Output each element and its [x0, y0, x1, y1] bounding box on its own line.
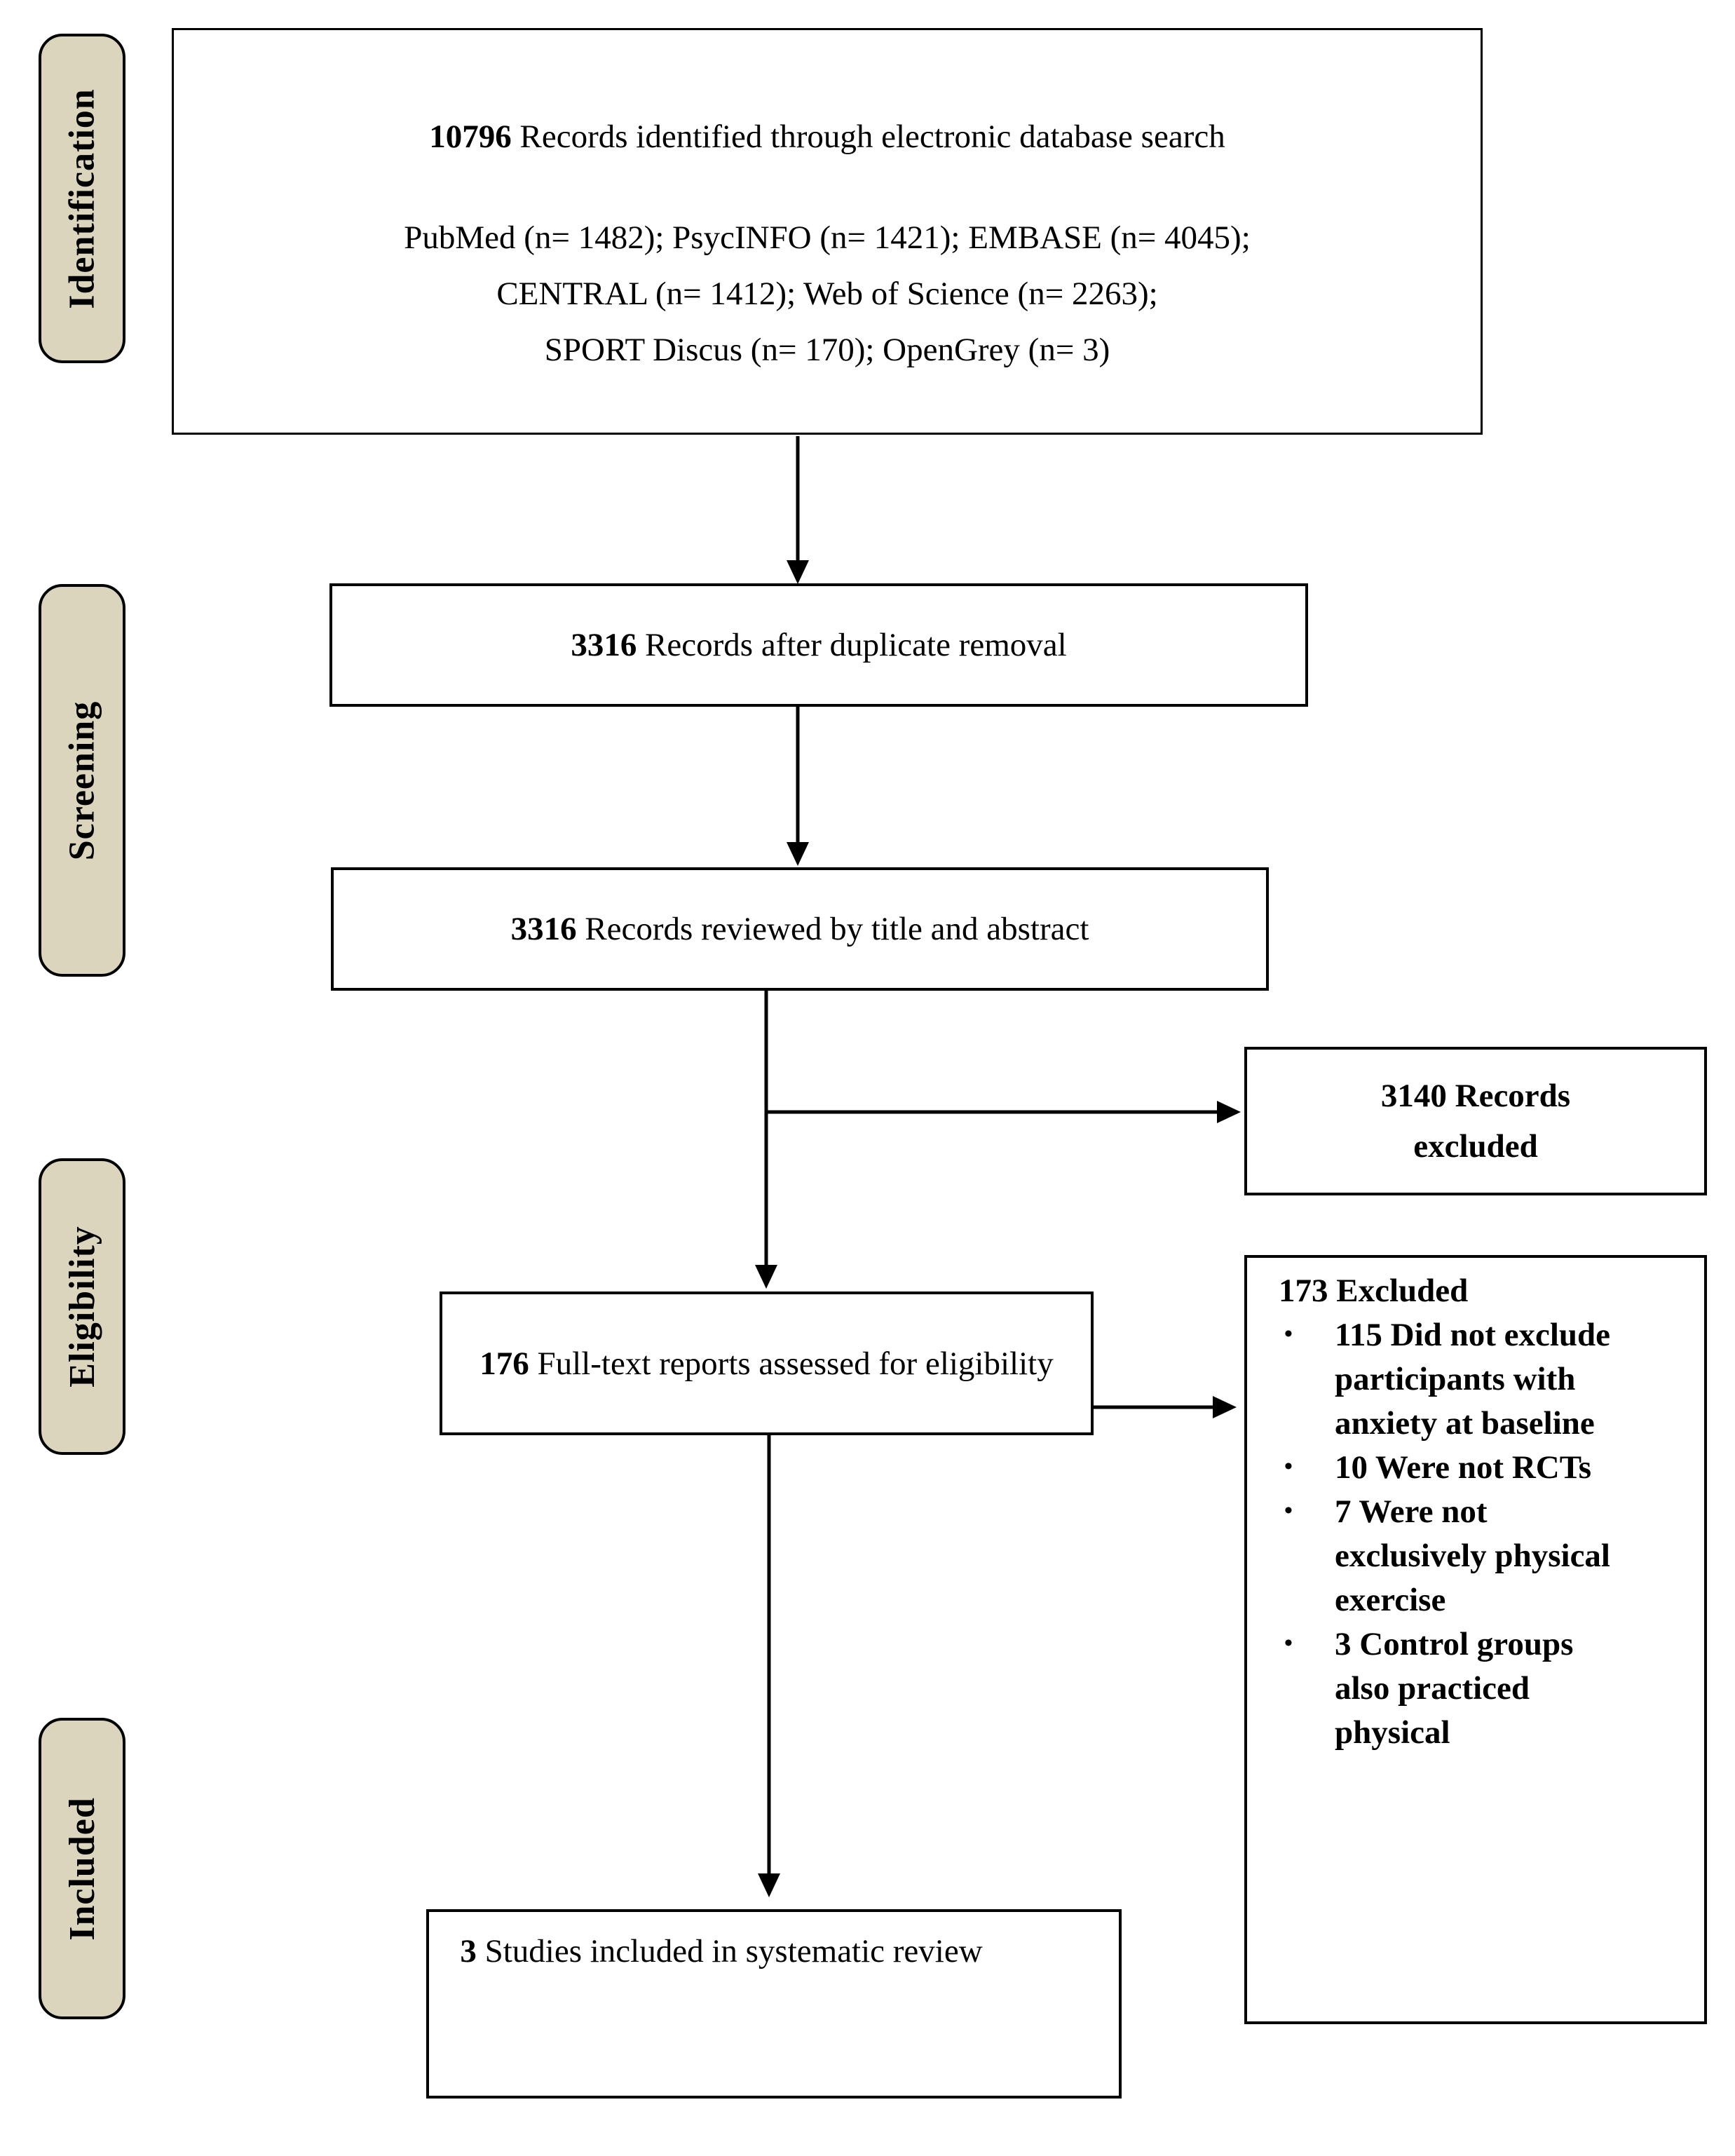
arrow-dedup-to-screened: [787, 707, 809, 866]
stage-tab-screening: Screening: [39, 584, 125, 977]
database-sources-line-1: PubMed (n= 1482); PsycINFO (n= 1421); EM…: [404, 219, 1251, 257]
records-excluded-box: 3140 Records excluded: [1244, 1047, 1707, 1195]
database-sources-line-3: SPORT Discus (n= 170); OpenGrey (n= 3): [544, 332, 1110, 369]
title-abstract-review-box: 3316 Records reviewed by title and abstr…: [331, 867, 1269, 991]
studies-included-text: 3 Studies included in systematic review: [460, 1933, 983, 1969]
arrow-fulltext-to-excluded: [1094, 1396, 1237, 1418]
bullet-icon: •: [1284, 1630, 1293, 1656]
arrow-identified-to-dedup: [787, 436, 809, 584]
fulltext-excluded-box: 173 Excluded •115 Did not exclude partic…: [1244, 1255, 1707, 2024]
exclusion-reason-list: •115 Did not exclude participants with a…: [1279, 1313, 1622, 1755]
bullet-icon: •: [1284, 1498, 1293, 1524]
bullet-icon: •: [1284, 1453, 1293, 1479]
duplicate-removal-count: 3316: [571, 626, 637, 663]
records-excluded-count: 3140: [1380, 1078, 1447, 1114]
stage-tab-eligibility: Eligibility: [39, 1158, 125, 1455]
arrow-screened-to-records-excluded: [766, 1101, 1241, 1123]
fulltext-assessed-box: 176 Full-text reports assessed for eligi…: [440, 1291, 1094, 1435]
bullet-icon: •: [1284, 1321, 1293, 1347]
exclusion-reason-item: •3 Control groups also practiced physica…: [1284, 1622, 1622, 1755]
records-identified-count: 10796: [429, 118, 512, 155]
records-identified-box: 10796 Records identified through electro…: [172, 28, 1483, 435]
stage-tab-identification: Identification: [39, 34, 125, 363]
exclusion-reason-item: •115 Did not exclude participants with a…: [1284, 1313, 1622, 1446]
records-excluded-text: 3140 Records excluded: [1380, 1078, 1571, 1165]
fulltext-excluded-header: 173 Excluded: [1279, 1273, 1469, 1309]
arrow-screened-to-fulltext: [755, 991, 777, 1289]
stage-tab-included: Included: [39, 1718, 125, 2019]
duplicate-removal-box: 3316 Records after duplicate removal: [329, 583, 1308, 707]
studies-included-count: 3: [460, 1933, 477, 1969]
database-sources-line-2: CENTRAL (n= 1412); Web of Science (n= 22…: [496, 276, 1158, 313]
records-identified-text: 10796 Records identified through electro…: [429, 118, 1225, 155]
arrow-fulltext-to-included: [758, 1435, 780, 1897]
duplicate-removal-text: 3316 Records after duplicate removal: [571, 626, 1067, 663]
exclusion-reason-item: •7 Were not exclusively physical exercis…: [1284, 1490, 1622, 1622]
exclusion-reason-item: •10 Were not RCTs: [1284, 1446, 1622, 1490]
fulltext-assessed-count: 176: [479, 1345, 529, 1382]
fulltext-excluded-count: 173: [1279, 1273, 1328, 1309]
fulltext-assessed-text: 176 Full-text reports assessed for eligi…: [479, 1345, 1054, 1382]
title-abstract-review-count: 3316: [510, 910, 577, 947]
studies-included-box: 3 Studies included in systematic review: [426, 1909, 1122, 2099]
title-abstract-review-text: 3316 Records reviewed by title and abstr…: [510, 910, 1089, 947]
